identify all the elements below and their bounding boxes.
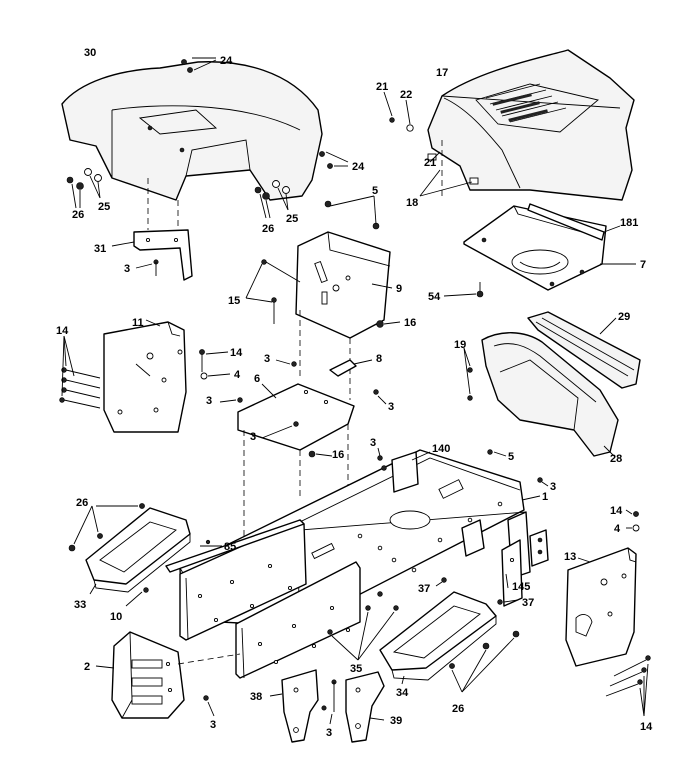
- callout-24-right: 24: [352, 161, 365, 173]
- callout-25-right: 25: [286, 213, 298, 225]
- callout-39: 39: [390, 715, 402, 727]
- callout-3-rear: 3: [210, 719, 216, 731]
- strip-part-85: [165, 519, 305, 573]
- callout-26-right: 26: [262, 223, 274, 235]
- callout-14-left: 14: [56, 325, 69, 337]
- front-bracket-140: [377, 447, 549, 493]
- callout-85: 85: [224, 541, 236, 553]
- callout-13: 13: [564, 551, 576, 563]
- callout-14-bottom-right: 14: [640, 721, 653, 733]
- callout-37-left: 37: [418, 583, 430, 595]
- callout-26-left: 26: [72, 209, 84, 221]
- callout-1: 1: [542, 491, 548, 503]
- callout-17: 17: [436, 67, 448, 79]
- fender-part-30: [61, 61, 323, 232]
- callout-9: 9: [396, 283, 402, 295]
- callout-3-plate-top: 3: [264, 353, 270, 365]
- dash-panel-part-9: [245, 195, 401, 400]
- callout-7: 7: [640, 259, 646, 271]
- nose-part-28: [463, 332, 619, 457]
- center-plate-part-6: [219, 359, 387, 560]
- callout-34: 34: [396, 687, 409, 699]
- callout-16-top: 16: [404, 317, 416, 329]
- right-frame-rail: [235, 561, 361, 679]
- callout-38: 38: [250, 691, 262, 703]
- callout-10: 10: [110, 611, 122, 623]
- callout-3-plate-right: 3: [388, 401, 394, 413]
- callout-26-right-footrest: 26: [452, 703, 464, 715]
- side-plate-part-11: [103, 319, 187, 433]
- callout-3-frame: 3: [370, 437, 376, 449]
- callout-11: 11: [132, 317, 144, 329]
- callout-labels: 30 24 26 25 24 26 25 31 3 21 22 17 21 18…: [56, 47, 653, 739]
- bolts-14-left: [59, 335, 101, 409]
- side-plate-part-13: [565, 509, 651, 717]
- hood-part-17: [427, 49, 635, 201]
- grille-part-29: [527, 311, 641, 389]
- bolts-14-4-center: [199, 349, 231, 380]
- callout-16-lower: 16: [332, 449, 344, 461]
- bracket-part-38: [269, 669, 327, 743]
- callout-31: 31: [94, 243, 106, 255]
- callout-19: 19: [454, 339, 466, 351]
- bracket-part-31: [111, 229, 193, 281]
- callout-22: 22: [400, 89, 412, 101]
- callout-25-left: 25: [98, 201, 110, 213]
- callout-24-top: 24: [220, 55, 233, 67]
- callout-3-hitch: 3: [326, 727, 332, 739]
- callout-15-top: 15: [228, 295, 240, 307]
- callout-14-center: 14: [230, 347, 243, 359]
- callout-5-dash: 5: [372, 185, 378, 197]
- panel-part-7: [443, 203, 636, 298]
- hood-hardware-21-22: [383, 91, 473, 197]
- callout-3-bracket: 3: [124, 263, 130, 275]
- callout-3-frame-right: 3: [550, 481, 556, 493]
- callout-29: 29: [618, 311, 630, 323]
- fender-hardware-right: [254, 151, 349, 219]
- callout-21-top: 21: [376, 81, 388, 93]
- callout-4-right: 4: [614, 523, 621, 535]
- callout-21-lower: 21: [424, 157, 436, 169]
- footrest-part-33: [68, 503, 191, 607]
- bolts-part-35: [327, 591, 399, 661]
- callout-18: 18: [406, 197, 418, 209]
- callout-181: 181: [620, 217, 638, 229]
- callout-8: 8: [376, 353, 382, 365]
- callout-26-footrest: 26: [76, 497, 88, 509]
- fender-hardware-left: [66, 168, 102, 209]
- callout-33: 33: [74, 599, 86, 611]
- callout-35: 35: [350, 663, 362, 675]
- callout-2: 2: [84, 661, 90, 673]
- callout-3-plate-bottom: 3: [250, 431, 256, 443]
- callout-5-frame: 5: [508, 451, 514, 463]
- footrest-part-34: [379, 591, 520, 693]
- callout-37-right: 37: [522, 597, 534, 609]
- bracket-part-39: [329, 671, 385, 743]
- callout-145: 145: [512, 581, 530, 593]
- brackets-37-145: [435, 529, 549, 607]
- callout-6: 6: [254, 373, 260, 385]
- callout-54: 54: [428, 291, 441, 303]
- rear-plate-part-2: [95, 631, 241, 719]
- callout-30: 30: [84, 47, 96, 59]
- callout-28: 28: [610, 453, 622, 465]
- callout-3-plate-left: 3: [206, 395, 212, 407]
- callout-140: 140: [432, 443, 450, 455]
- callout-14-right: 14: [610, 505, 623, 517]
- fender-hardware-24-top: [181, 57, 217, 73]
- callout-4-center: 4: [234, 369, 241, 381]
